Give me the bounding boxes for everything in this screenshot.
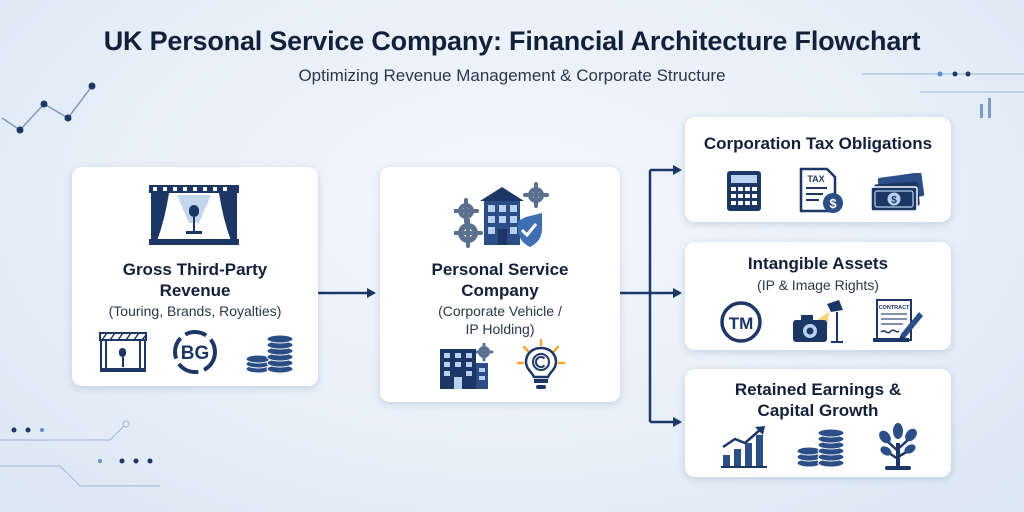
building-gears-shield-icon <box>454 181 550 249</box>
tax-node: Corporation Tax Obligations TAX $ <box>685 117 951 222</box>
revenue-title-line2: Revenue <box>159 281 231 300</box>
psc-title-line1: Personal Service <box>431 260 569 279</box>
tax-form-icon: TAX $ <box>797 167 845 215</box>
svg-text:CONTRACT: CONTRACT <box>879 305 910 311</box>
office-building-icon <box>436 343 494 391</box>
svg-text:$: $ <box>829 196 837 211</box>
svg-text:TM: TM <box>729 314 754 333</box>
growth-chart-icon <box>719 425 769 469</box>
svg-text:BG: BG <box>181 343 210 364</box>
brand-logo-icon: BG <box>172 329 218 375</box>
circuit-decoration-left <box>0 420 160 487</box>
psc-detail-line1: (Corporate Vehicle / <box>438 303 562 319</box>
earnings-title-line2: Capital Growth <box>757 401 879 420</box>
earnings-title-line1: Retained Earnings & <box>734 380 902 399</box>
copyright-lightbulb-icon <box>516 339 566 391</box>
camera-spotlight-icon <box>791 298 847 344</box>
line-graph-decoration <box>1 82 96 134</box>
assets-detail: (IP & Image Rights) <box>757 277 879 293</box>
stage-microphone-icon <box>147 183 241 247</box>
svg-text:$: $ <box>891 195 897 206</box>
tax-title: Corporation Tax Obligations <box>703 134 933 153</box>
svg-text:TAX: TAX <box>807 174 824 184</box>
cash-bills-icon: $ <box>869 173 925 213</box>
earnings-node: Retained Earnings & Capital Growth <box>685 369 951 477</box>
psc-detail-line2: IP Holding) <box>465 321 535 337</box>
coin-stack-icon <box>244 331 296 375</box>
calculator-icon <box>725 169 763 213</box>
assets-node: Intangible Assets (IP & Image Rights) TM… <box>685 242 951 350</box>
contract-icon: CONTRACT <box>871 298 925 344</box>
coin-stack-icon-2 <box>795 427 847 469</box>
trademark-icon: TM <box>719 300 763 344</box>
assets-title: Intangible Assets <box>747 254 889 273</box>
growing-tree-icon <box>875 423 921 471</box>
revenue-detail: (Touring, Brands, Royalties) <box>108 303 282 319</box>
circuit-decoration-right <box>862 71 1024 118</box>
revenue-node: Gross Third-Party Revenue (Touring, Bran… <box>72 167 318 386</box>
psc-title-line2: Company <box>461 281 539 300</box>
stage-truss-icon <box>98 331 148 373</box>
revenue-title-line1: Gross Third-Party <box>122 260 268 279</box>
psc-node: Personal Service Company (Corporate Vehi… <box>380 167 620 402</box>
page-subtitle: Optimizing Revenue Management & Corporat… <box>298 66 726 85</box>
page-title: UK Personal Service Company: Financial A… <box>103 26 921 56</box>
